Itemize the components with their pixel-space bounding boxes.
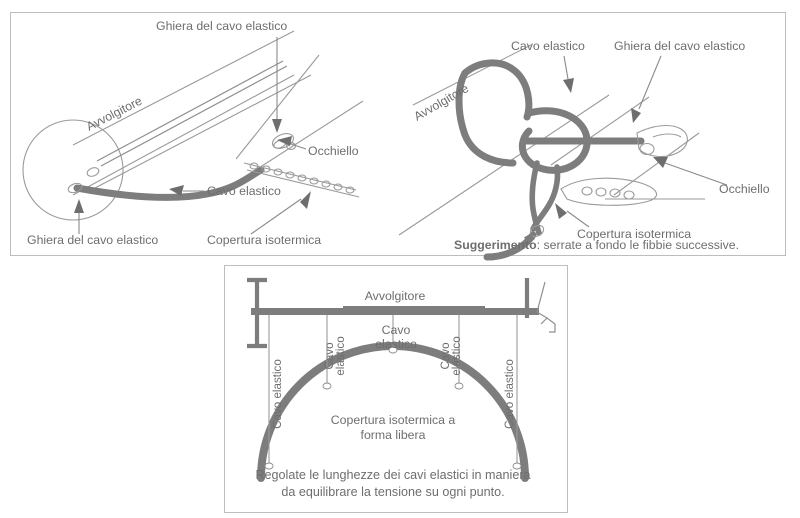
- label-cord-center-line1: Cavo: [382, 323, 411, 337]
- arch-eyelet-1: [264, 462, 274, 470]
- label-cord-vert-3-line2: elastico: [450, 336, 463, 375]
- label-ferrule-right: Ghiera del cavo elastico: [614, 39, 745, 53]
- leader-cover-left: [250, 198, 302, 235]
- ferrule-pin: [86, 167, 100, 177]
- arrow-cover-right: [555, 203, 567, 219]
- arch-eyelet-3: [388, 346, 398, 354]
- arrow-ferrule-right: [631, 108, 641, 123]
- right-arm-bracket: [536, 281, 548, 325]
- arrow-cord-right: [563, 78, 574, 93]
- label-cord-vert-4: Cavo elastico: [503, 359, 516, 429]
- label-eyelet-right: Occhiello: [719, 182, 770, 196]
- winder-bar: [251, 308, 539, 315]
- leader-ferrule-right: [638, 55, 662, 110]
- label-cover-right: Copertura isotermica: [577, 227, 691, 241]
- arrow-ferrule-top: [272, 119, 282, 133]
- roller-end-cap: [22, 119, 124, 221]
- cover-eyelet-strip: [243, 162, 360, 198]
- cord-knot-loop: [518, 107, 591, 174]
- bottom-panel-drawing: Avvolgitore Cavo elastico Cavo elastico …: [247, 277, 556, 499]
- label-eyelet-left: Occhiello: [308, 144, 359, 158]
- label-cover-left: Copertura isotermica: [207, 233, 321, 247]
- bottom-caption-line2: da equilibrare la tensione su ogni punto…: [281, 485, 504, 499]
- plane-line-upper: [412, 44, 532, 106]
- cover-eyelet-strip-right: [560, 177, 658, 206]
- label-cord-vert-3-line1: Cavo: [439, 342, 452, 369]
- leader-cover-right: [566, 210, 590, 228]
- arrow-eyelet-left: [277, 136, 292, 146]
- bottom-illustration-panel: Avvolgitore Cavo elastico Cavo elastico …: [224, 265, 568, 513]
- arrow-eyelet-right: [653, 157, 668, 168]
- label-cord-center-line2: elastico: [375, 337, 417, 351]
- label-ferrule-top: Ghiera del cavo elastico: [156, 19, 287, 33]
- leader-eyelet-right: [664, 162, 728, 186]
- top-illustration-panel: Avvolgitore Ghiera del cavo elastico Occ…: [10, 12, 786, 261]
- label-cord-vert-2-line2: elastico: [334, 336, 347, 375]
- arch-eyelet-5: [512, 462, 522, 470]
- tip-separator: :: [537, 238, 544, 252]
- arrow-cord-left: [169, 185, 184, 196]
- roller-bottom-edge: [72, 74, 295, 196]
- elastic-cord-path: [73, 166, 265, 201]
- roller-slot-upper: [96, 60, 284, 162]
- tip-text: serrate a fondo le fibbie successive.: [544, 238, 740, 252]
- label-cover-bottom-line2: forma libera: [361, 428, 426, 442]
- label-winder-left: Avvolgitore: [84, 94, 145, 134]
- leader-cord-right: [563, 55, 569, 80]
- plane-line-right: [613, 132, 700, 196]
- tip-lead: Suggerimento: [454, 238, 537, 252]
- arch-eyelet-4: [454, 382, 464, 390]
- label-cord-vert-1: Cavo elastico: [271, 359, 284, 429]
- roller-top-edge: [72, 30, 295, 146]
- ferrule-roller-end: [67, 182, 83, 194]
- cord-left-strand: [455, 69, 517, 167]
- ferrule-buckle-right: [636, 124, 688, 158]
- arrow-ferrule-bottom: [74, 199, 84, 213]
- bottom-caption-line1: Regolate le lunghezze dei cavi elastici …: [255, 468, 530, 482]
- label-cord-right: Cavo elastico: [511, 39, 585, 53]
- label-cord-vert-2-line1: Cavo: [323, 342, 336, 369]
- cord-tail-inner: [529, 160, 542, 236]
- plane-line-lower: [550, 96, 650, 166]
- figure-knot-detail: Avvolgitore Cavo elastico Ghiera del cav…: [398, 39, 770, 261]
- label-cover-bottom-line1: Copertura isotermica a: [331, 413, 456, 427]
- right-arm-hook: [546, 317, 556, 333]
- arrow-cover-left: [300, 191, 311, 209]
- label-cord-left: Cavo elastico: [207, 184, 281, 198]
- fabric-plane-line-c: [250, 100, 364, 174]
- fabric-plane-line-a: [94, 74, 312, 189]
- top-panel-drawing: Avvolgitore Ghiera del cavo elastico Occ…: [22, 19, 770, 261]
- label-ferrule-bottom: Ghiera del cavo elastico: [27, 233, 158, 247]
- cord-upper-wrap: [461, 59, 533, 121]
- winder-bar-highlight: [343, 306, 485, 310]
- figure-roller-attachment: Avvolgitore Ghiera del cavo elastico Occ…: [22, 19, 364, 247]
- roller-slot-lower: [100, 65, 288, 167]
- cord-tail-clip: [524, 233, 535, 244]
- cover-arch: [257, 342, 529, 482]
- label-winder-bottom: Avvolgitore: [365, 289, 426, 303]
- tip-line: Suggerimento: serrate a fondo le fibbie …: [454, 238, 739, 252]
- arch-eyelet-2: [322, 382, 332, 390]
- leader-eyelet-left: [287, 142, 307, 150]
